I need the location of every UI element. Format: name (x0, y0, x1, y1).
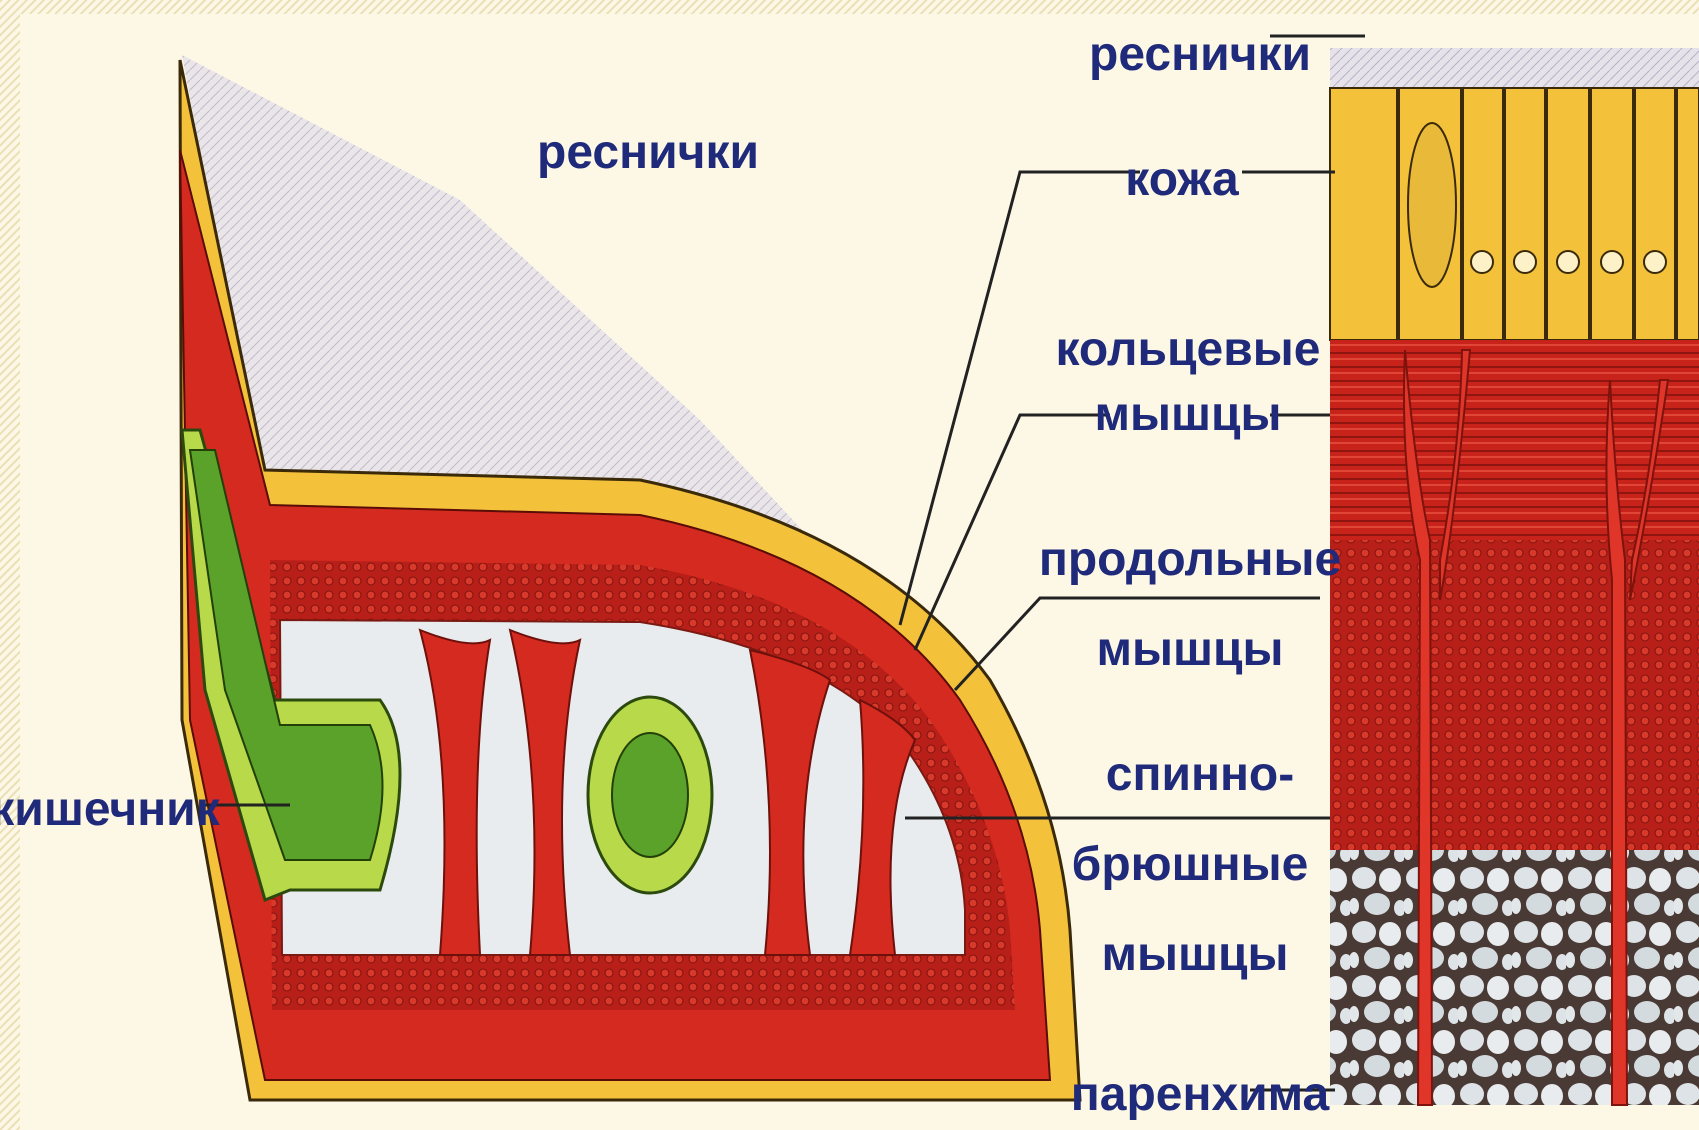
label-longitudinal-2: мышцы (1096, 623, 1283, 676)
parenchyma-block (1330, 850, 1699, 1105)
intestine-cross-lumen (612, 733, 688, 857)
longitudinal-muscle-block (1330, 540, 1699, 850)
label-skin: кожа (1125, 153, 1239, 206)
label-cilia-left: реснички (537, 126, 759, 179)
label-cilia-right: реснички (1089, 28, 1311, 81)
label-longitudinal-1: продольные (1039, 533, 1341, 586)
label-dorsoventral-3: мышцы (1101, 928, 1288, 981)
label-intestine: кишечник (0, 783, 221, 836)
epidermis-block (1330, 88, 1699, 340)
label-parenchyma: паренхима (1071, 1068, 1330, 1121)
label-circular-2: мышцы (1094, 388, 1281, 441)
label-dorsoventral-2: брюшные (1072, 838, 1309, 891)
label-dorsoventral-1: спинно- (1106, 748, 1294, 801)
cilia-layer-right (1330, 48, 1699, 90)
label-circular-1: кольцевые (1056, 323, 1321, 376)
